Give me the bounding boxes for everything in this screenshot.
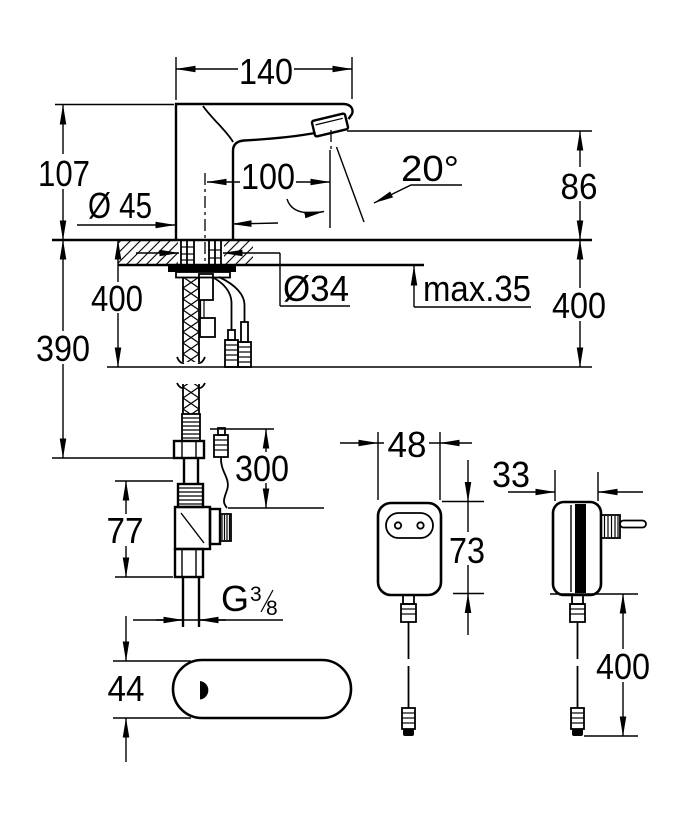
dim-body-width-label: 44 (108, 668, 145, 709)
faucet-top-view (171, 658, 353, 720)
dim-max-deck-thickness (410, 265, 531, 308)
electrical-cables (211, 276, 252, 368)
dim-psu-height (442, 460, 484, 635)
thread-letter-label: G (221, 578, 249, 619)
dim-psu-width-label: 48 (388, 424, 427, 465)
dim-cable-left-label: 400 (91, 278, 143, 319)
valve-side-port (208, 507, 222, 546)
dim-psu-height-label: 73 (449, 530, 485, 571)
cable-connector-2 (237, 321, 252, 368)
dim-spout-reach-label: 100 (241, 156, 295, 197)
dim-height-label: 107 (38, 153, 90, 194)
dim-hose-drop-label: 390 (36, 328, 90, 369)
dim-max-thickness-label: max.35 (423, 268, 531, 309)
faucet-spout-underside (231, 131, 316, 240)
psu-front-cable (400, 594, 417, 736)
mounting-flange (168, 265, 236, 272)
cable-connector-1 (224, 329, 239, 368)
sensor-cable (213, 427, 229, 509)
mounting-deck (52, 238, 592, 308)
psu-side-cable (569, 594, 586, 736)
faucet-body-outline (174, 102, 354, 240)
hose-nut (172, 439, 206, 460)
thread-denominator-label: 8 (266, 597, 278, 620)
socket-hole-right (416, 521, 425, 530)
dim-top-width-label: 140 (239, 51, 293, 92)
dim-psu-cable-label: 400 (596, 646, 650, 687)
dim-psu-depth-label: 33 (492, 454, 530, 495)
aerator (310, 112, 350, 138)
dim-hole-diameter-label: Ø34 (283, 268, 349, 309)
dim-outlet-height (347, 130, 592, 241)
dim-psu-depth (508, 470, 643, 501)
dim-stream-angle-leader (373, 184, 462, 204)
sensor-window (200, 681, 209, 700)
dim-base-diameter (77, 220, 279, 229)
plug-base (600, 514, 621, 539)
mounting-nut (175, 271, 231, 279)
dim-body-width (113, 616, 191, 762)
psu-side-view (551, 500, 647, 736)
supply-hose-upper (176, 277, 206, 365)
valve-bottom-nut (173, 547, 205, 579)
dim-base-diameter-label: Ø 45 (88, 185, 152, 226)
faucet-front-contour (202, 105, 234, 143)
dim-outlet-height-label: 86 (561, 166, 598, 207)
dim-thread (133, 589, 283, 624)
stream-angle-line (335, 146, 365, 223)
dim-valve-height-label: 77 (107, 510, 144, 551)
faucet-side-view (55, 57, 592, 270)
dim-cable-right-label: 400 (552, 285, 606, 326)
sensor-cable-conduit (198, 273, 216, 338)
euro-plug-pin (619, 519, 647, 529)
euro-socket-outline (385, 512, 434, 539)
socket-hole-left (393, 521, 403, 530)
supply-hose-lower (172, 382, 206, 460)
thread-numerator-label: 3 (250, 583, 262, 606)
dim-hole-diameter (136, 249, 350, 307)
dim-stream-angle-label: 20° (401, 148, 459, 189)
faucet-shank (180, 241, 222, 267)
psu-front-view (376, 501, 443, 736)
psu-side-band (575, 504, 586, 593)
dim-sensor-cable-label: 300 (235, 448, 289, 489)
